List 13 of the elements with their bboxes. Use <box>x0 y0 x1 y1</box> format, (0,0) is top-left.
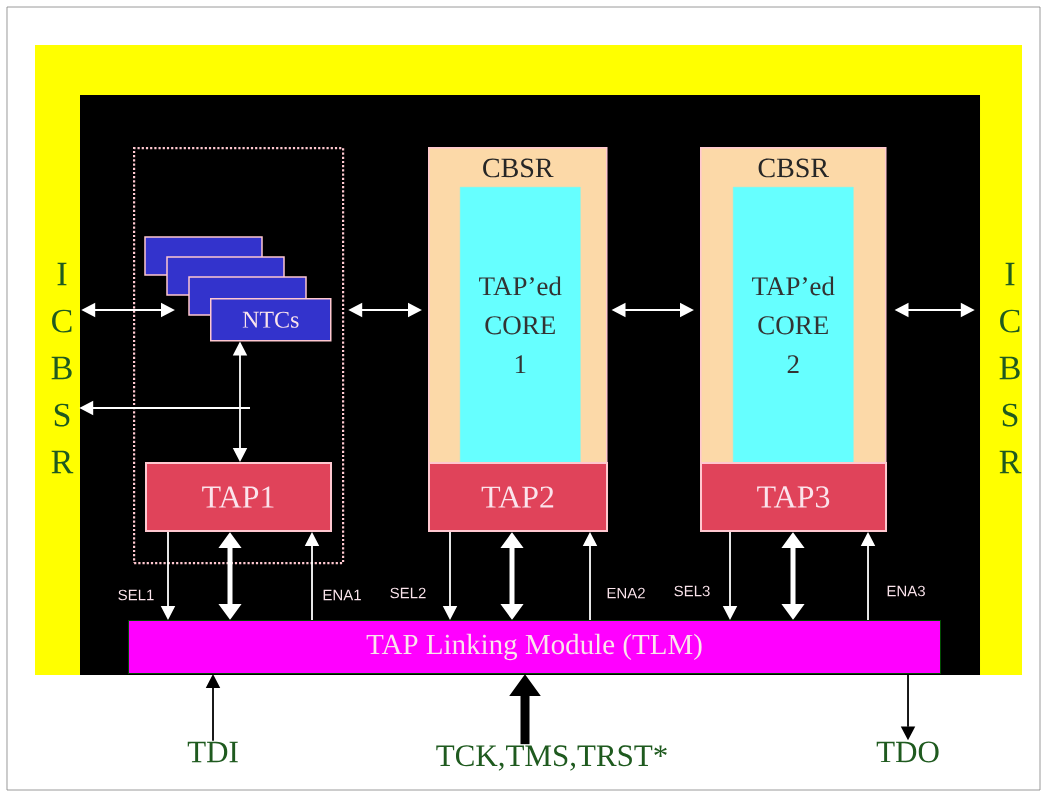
dotted-group-box <box>133 147 345 565</box>
core-box: TAP’ed CORE 2 <box>733 187 854 463</box>
ntc-stack: NTCs <box>144 236 332 342</box>
side-label: I C B S R <box>51 262 74 474</box>
tap-box: TAP3 <box>700 462 887 532</box>
tlm-bar: TAP Linking Module (TLM) <box>128 620 941 674</box>
signal-label: TDO <box>876 741 939 763</box>
signal-label: TDI <box>187 741 238 763</box>
tap-box: TAP1 <box>145 462 332 532</box>
side-label: I C B S R <box>999 262 1022 474</box>
tap-box: TAP2 <box>428 462 608 532</box>
core-box: TAP’ed CORE 1 <box>460 187 581 463</box>
signal-label: TCK,TMS,TRST* <box>436 745 667 771</box>
